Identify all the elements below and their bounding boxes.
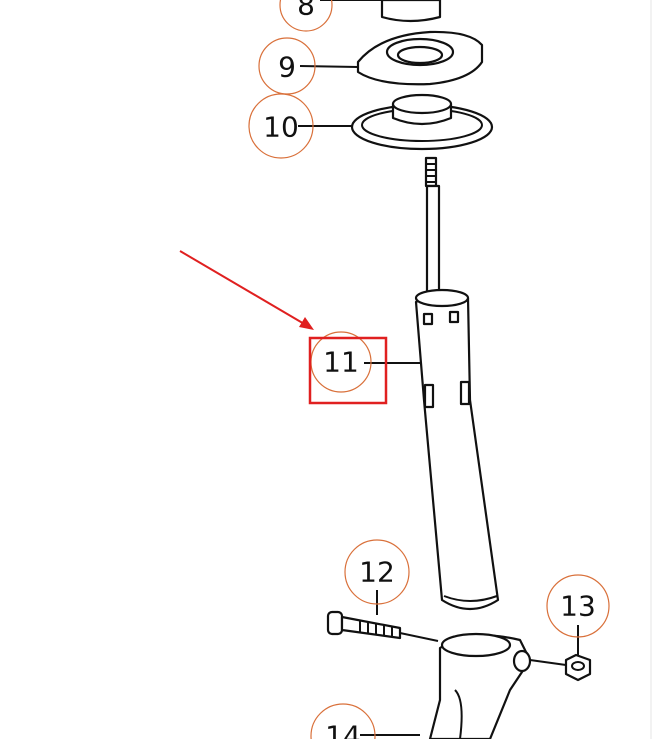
part-12-bolt <box>326 610 439 642</box>
part-13-nut <box>529 653 592 682</box>
part-8-bushing <box>380 0 442 23</box>
callout-13: 13 <box>546 574 610 638</box>
callout-13-label: 13 <box>560 590 596 623</box>
callout-14: 14 <box>310 703 376 739</box>
callout-8: 8 <box>279 0 333 32</box>
callout-9-label: 9 <box>278 51 296 84</box>
highlight-box <box>308 336 388 405</box>
callout-11: 11 <box>310 331 372 393</box>
callout-11-label: 11 <box>323 346 359 379</box>
leader-lines <box>298 0 579 736</box>
callout-12: 12 <box>344 539 410 605</box>
part-14-knuckle <box>428 632 532 739</box>
red-arrow-icon <box>179 250 314 330</box>
part-11-shock-absorber <box>414 156 500 611</box>
callout-12-label: 12 <box>359 556 395 589</box>
callout-10-label: 10 <box>263 111 299 144</box>
part-10-plate <box>350 93 494 151</box>
callout-8-label: 8 <box>297 0 315 22</box>
part-9-spring-seat <box>356 30 484 86</box>
callout-14-label: 14 <box>325 720 361 739</box>
callout-10: 10 <box>248 93 314 159</box>
